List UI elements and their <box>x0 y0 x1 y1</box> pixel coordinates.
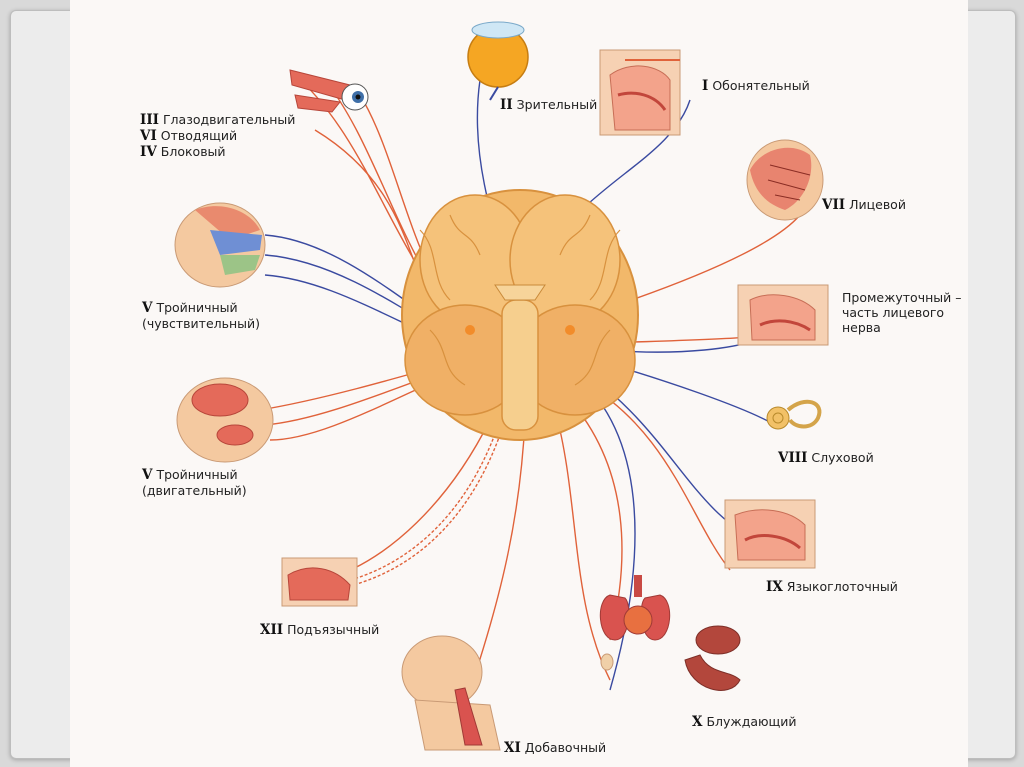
label-optic: II Зрительный <box>500 97 598 113</box>
label-abducens: VI Отводящий <box>140 128 238 144</box>
label-facial: VII Лицевой <box>822 197 906 213</box>
neck-accessory-icon <box>401 635 501 751</box>
organs-vagus-icon <box>599 575 741 691</box>
label-accessory: XI Добавочный <box>504 740 607 756</box>
head-masticatory-muscles-icon <box>176 377 274 463</box>
inner-ear-icon <box>766 399 822 430</box>
label-glossopharyngeal: IX Языкоглоточный <box>766 579 898 595</box>
label-trigeminal-sensory: V Тройничный(чувствительный) <box>142 300 261 331</box>
nasal-cavity-icon <box>599 49 681 136</box>
brain <box>401 189 639 441</box>
cranial-nerves-diagram <box>174 21 829 751</box>
optic-chiasm <box>494 284 546 301</box>
label-vestibulocochlear: VIII Слуховой <box>778 450 874 466</box>
nerve-line-accessory <box>469 419 526 691</box>
nerve-line-hypoglossal <box>324 419 491 581</box>
nerve-line-vagus <box>554 409 611 681</box>
label-oculomotor: III Глазодвигательный <box>140 112 296 128</box>
label-trigeminal-motor: V Тройничный(двигательный) <box>142 467 247 498</box>
eye-muscles-icon <box>289 69 369 113</box>
head-section-intermediate-icon <box>737 284 829 346</box>
brainstem <box>501 299 539 431</box>
label-hypoglossal: XII Подъязычный <box>260 622 380 638</box>
label-trochlear: IV Блоковый <box>140 144 226 160</box>
throat-section-icon <box>724 499 816 569</box>
label-olfactory: I Обонятельный <box>702 78 810 94</box>
tongue-section-icon <box>281 557 358 607</box>
slide: I Обонятельный II Зрительный III Глазодв… <box>70 0 968 767</box>
eyeball-icon <box>467 21 529 101</box>
label-vagus: X Блуждающий <box>692 714 797 730</box>
head-trigeminal-sensory-icon <box>174 202 266 288</box>
face-facial-nerve-icon <box>746 139 824 221</box>
